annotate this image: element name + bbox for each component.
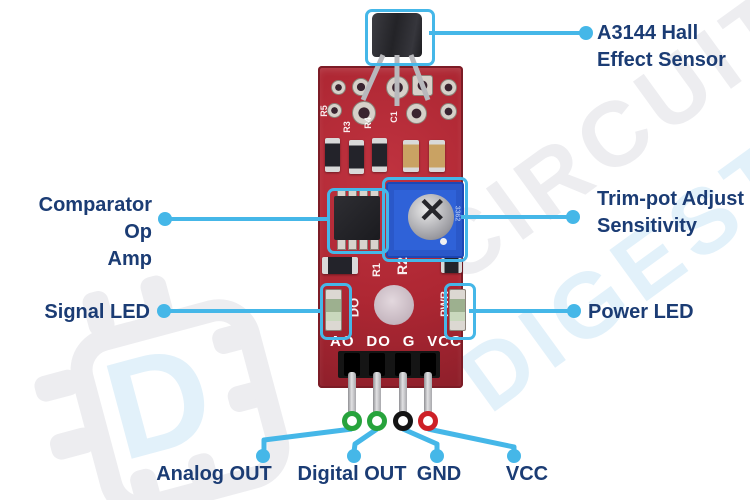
signal-led — [325, 289, 342, 331]
smd-capacitor — [429, 140, 445, 172]
label-line: Amp — [107, 248, 152, 270]
smd-resistor-r1 — [322, 257, 358, 274]
pin-digital-out — [373, 372, 381, 420]
silkscreen-r1: R1 — [371, 262, 384, 278]
leader-dot-vcc — [507, 449, 521, 463]
solder-pad — [386, 76, 409, 99]
label-gnd: GND — [416, 463, 462, 485]
label-vcc: VCC — [505, 463, 549, 485]
pin-gnd — [399, 372, 407, 420]
header-segment — [420, 353, 436, 376]
smd-resistor — [372, 138, 387, 172]
smd-capacitor — [403, 140, 419, 172]
silkscreen-do-pin: DO — [366, 333, 391, 350]
leader-line-digital-out — [351, 426, 379, 453]
label-hall-sensor: A3144 Hall Effect Sensor — [597, 20, 726, 74]
pin-vcc — [424, 372, 432, 420]
label-line: Comparator Op — [38, 194, 152, 243]
pin-ring-digital — [367, 411, 387, 431]
comparator-op-amp-ic — [334, 196, 380, 240]
trimpot-screw — [408, 194, 454, 240]
label-analog-out: Analog OUT — [156, 463, 272, 485]
smd-resistor — [325, 138, 340, 172]
silkscreen-c1: C1 — [388, 111, 399, 123]
hall-effect-sensor — [372, 13, 422, 57]
leader-line-gnd — [401, 426, 440, 452]
silkscreen-r3: R3 — [341, 121, 352, 133]
label-trimpot: Trim-pot Adjust Sensitivity — [597, 186, 744, 240]
power-led — [449, 289, 466, 331]
label-line: A3144 Hall — [597, 22, 699, 44]
smd-resistor — [349, 140, 364, 174]
silkscreen-r5: R5 — [318, 105, 329, 117]
solder-pad — [406, 103, 427, 124]
label-comparator: Comparator Op Amp — [8, 192, 152, 273]
header-segment — [369, 353, 385, 376]
trimpot-dot — [440, 238, 447, 245]
pin-ring-gnd — [393, 411, 413, 431]
highlight-box-trimpot — [382, 177, 468, 262]
solder-pad — [352, 78, 370, 96]
label-digital-out: Digital OUT — [297, 463, 407, 485]
highlight-box-op-amp — [327, 188, 389, 254]
leader-dot-gnd — [430, 449, 444, 463]
solder-pad — [440, 79, 457, 96]
leader-dot-hall — [579, 26, 593, 40]
solder-pad — [412, 75, 433, 96]
solder-pad — [352, 101, 376, 125]
label-line: Trim-pot Adjust — [597, 188, 745, 210]
header-segment — [395, 353, 411, 376]
silkscreen-g: G — [402, 333, 416, 350]
leader-dot-comparator — [158, 212, 172, 226]
highlight-box-signal-led — [320, 283, 352, 340]
highlight-box-power-led — [444, 283, 476, 340]
leader-dot-digital-out — [347, 449, 361, 463]
header-segment — [344, 353, 360, 376]
highlight-box-hall-sensor — [365, 9, 435, 66]
label-power-led: Power LED — [588, 301, 694, 323]
solder-pad — [331, 80, 346, 95]
pin-ring-vcc — [418, 411, 438, 431]
label-signal-led: Signal LED — [44, 301, 150, 323]
leader-line-vcc — [427, 426, 517, 452]
solder-pad — [440, 103, 457, 120]
pin-analog-out — [348, 372, 356, 420]
label-line: Sensitivity — [597, 215, 698, 237]
silkscreen-r4: R4 — [362, 117, 373, 129]
pin-ring-analog — [342, 411, 362, 431]
mounting-hole — [374, 285, 414, 325]
label-line: Effect Sensor — [597, 49, 726, 71]
solder-pad — [327, 103, 342, 118]
